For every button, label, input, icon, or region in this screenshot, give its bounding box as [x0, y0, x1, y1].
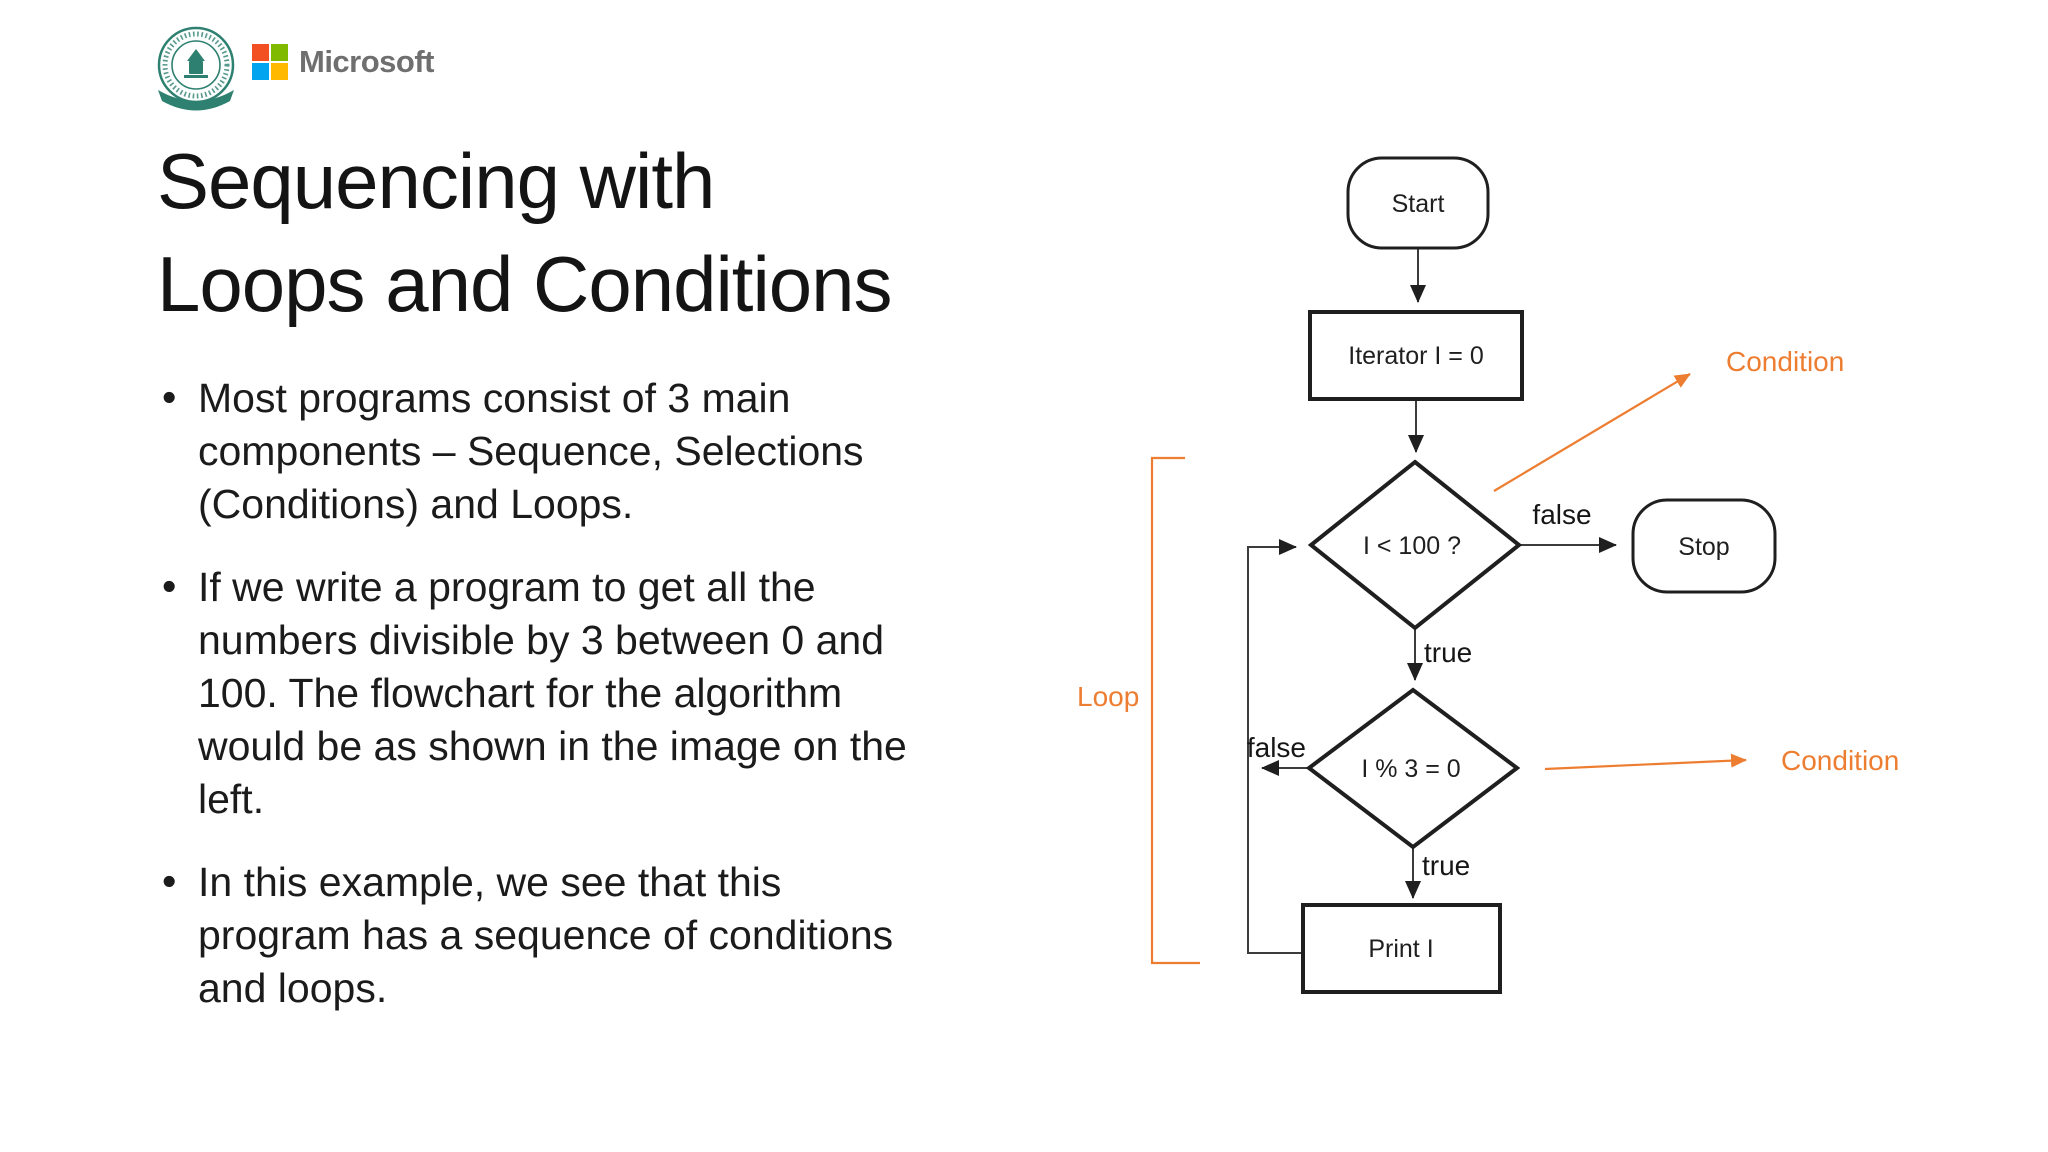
condition1-false-label: false: [1532, 499, 1591, 530]
iterator-node-label: Iterator I = 0: [1348, 342, 1484, 370]
condition-top-annotation: Condition: [1726, 346, 1844, 377]
title-line-2: Loops and Conditions: [157, 240, 893, 328]
microsoft-squares-icon: [252, 44, 288, 80]
condition2-true-label: true: [1422, 850, 1470, 881]
page-title: Sequencing with Loops and Conditions: [157, 130, 893, 336]
emblem-monument-body: [189, 61, 203, 74]
edge-loopback-to-condition1: [1247, 539, 1303, 954]
stop-node-label: Stop: [1678, 533, 1729, 561]
emblem-text-ring: [162, 31, 230, 99]
list-item: In this example, we see that this progra…: [160, 855, 1080, 1015]
title-line-1: Sequencing with: [157, 137, 715, 225]
condition-bottom-annotation: Condition: [1781, 745, 1899, 776]
condition1-diamond-shape: [1307, 459, 1523, 631]
print-node-label: Print I: [1368, 935, 1433, 963]
condition2-diamond-shape: [1305, 687, 1521, 850]
condition2-false-label: false: [1247, 732, 1306, 763]
microsoft-wordmark: Microsoft: [299, 44, 435, 79]
print-node: Print I: [1301, 903, 1502, 994]
flowchart-diagram: Start Iterator I = 0 I < 100 ? Stop I % …: [1077, 156, 1899, 994]
condition2-node-label: I % 3 = 0: [1361, 755, 1460, 783]
emblem-monument-base: [184, 75, 208, 78]
condition2-node: I % 3 = 0: [1305, 687, 1521, 850]
condition1-node-label: I < 100 ?: [1363, 532, 1461, 560]
print-process-shape: [1301, 903, 1502, 994]
iterator-process-shape: [1308, 310, 1524, 401]
stop-terminator-shape: [1631, 498, 1777, 594]
stop-node: Stop: [1631, 498, 1777, 594]
microsoft-logo: Microsoft: [252, 44, 435, 80]
school-emblem-logo: [157, 26, 235, 111]
list-item: If we write a program to get all the num…: [160, 560, 1080, 826]
start-node: Start: [1346, 156, 1490, 250]
condition1-node: I < 100 ?: [1307, 459, 1523, 631]
loop-bracket: [1150, 456, 1200, 965]
emblem-monument-roof: [187, 49, 205, 61]
start-terminator-shape: [1346, 156, 1490, 250]
list-item: Most programs consist of 3 main componen…: [160, 371, 1080, 531]
loop-annotation: Loop: [1077, 681, 1139, 712]
condition-bottom-annotation-arrow: [1544, 753, 1747, 771]
condition1-true-label: true: [1424, 637, 1472, 668]
emblem-ribbon: [158, 90, 234, 111]
condition-top-annotation-arrow: [1493, 373, 1691, 492]
bullet-list: Most programs consist of 3 main componen…: [160, 371, 1080, 1045]
start-node-label: Start: [1392, 190, 1445, 218]
iterator-node: Iterator I = 0: [1308, 310, 1524, 401]
